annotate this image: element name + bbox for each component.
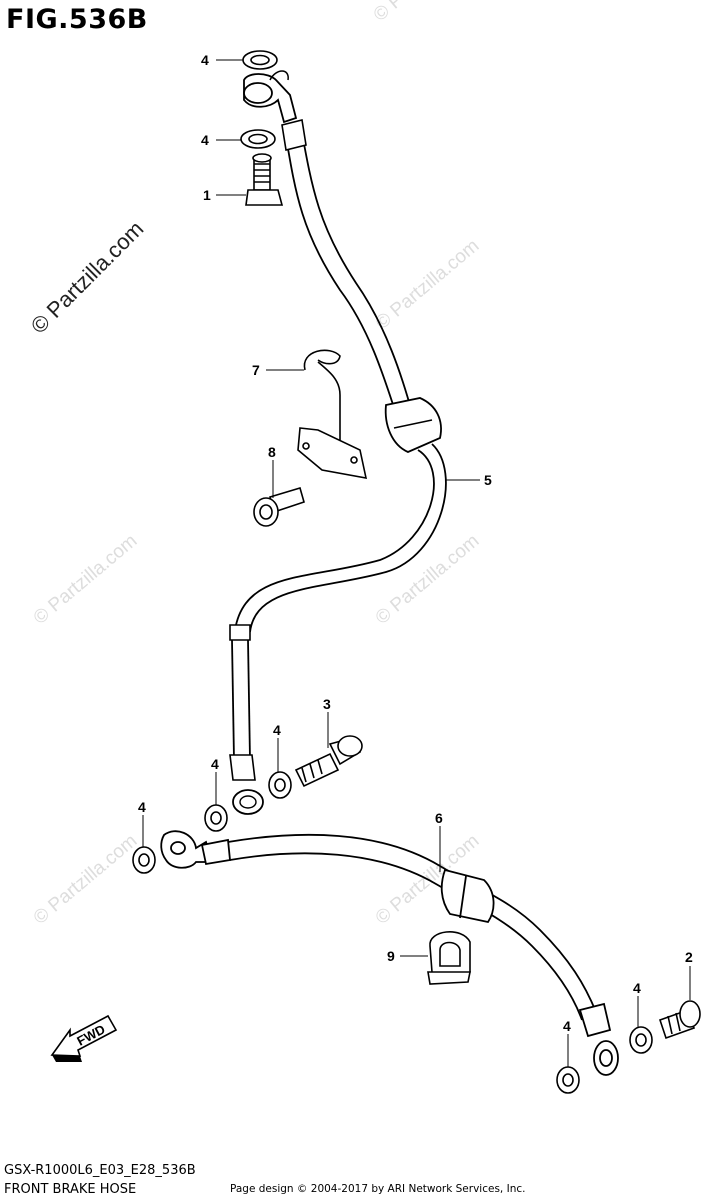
watermark-2: © Partzilla.com — [372, 235, 484, 333]
clamp-part-9 — [427, 931, 471, 985]
banjo-bolt-part-1 — [245, 153, 284, 206]
callout-4b[interactable]: 4 — [201, 132, 209, 148]
bolt-part-8 — [253, 487, 305, 527]
upper-hose-line-b — [299, 121, 414, 417]
upper-hose-ferrule-2 — [229, 624, 251, 641]
watermark-1: © Partzilla.com — [370, 0, 482, 26]
callout-4d[interactable]: 4 — [211, 756, 219, 772]
upper-hose-lower-banjo — [232, 789, 264, 815]
callout-1[interactable]: 1 — [203, 187, 211, 203]
upper-grommet — [384, 397, 442, 453]
callout-4g[interactable]: 4 — [563, 1018, 571, 1034]
callout-2[interactable]: 2 — [685, 949, 693, 965]
upper-grommet-band — [393, 419, 433, 429]
callout-4e[interactable]: 4 — [138, 799, 146, 815]
callout-4c[interactable]: 4 — [273, 722, 281, 738]
lower-banjo — [160, 830, 214, 869]
upper-hose-drop-a — [231, 639, 235, 761]
upper-hose-ferrule — [281, 119, 307, 151]
banjo-bolt-part-2 — [658, 1000, 701, 1040]
callout-9[interactable]: 9 — [387, 948, 395, 964]
upper-hose-bend-a — [234, 449, 435, 631]
lower-brake-hose — [160, 830, 619, 1076]
upper-hose-lower-banjo-hole — [239, 795, 257, 809]
watermark-4: © Partzilla.com — [372, 530, 484, 628]
washer-top-1 — [242, 50, 278, 70]
washer-mid-1 — [268, 771, 292, 799]
watermark-5: © Partzilla.com — [30, 830, 142, 928]
washer-bottom-2 — [556, 1066, 580, 1094]
upper-hose-drop-b — [247, 639, 251, 761]
bracket-part-7 — [297, 349, 368, 480]
washers-bottom — [556, 1026, 653, 1094]
washer-bottom-1 — [629, 1026, 653, 1054]
fwd-label: FWD — [74, 1022, 107, 1049]
upper-hose-end-ferrule — [229, 754, 256, 781]
washers-top — [240, 50, 278, 149]
upper-brake-hose — [229, 70, 447, 815]
washer-mid-2 — [204, 804, 228, 832]
figure-title: FIG.536B — [6, 4, 148, 35]
fwd-arrow-icon: FWD — [50, 1014, 118, 1062]
upper-banjo-eye — [243, 82, 273, 104]
figure-code: GSX-R1000L6_E03_E28_536B — [4, 1163, 196, 1178]
callout-4a[interactable]: 4 — [201, 52, 209, 68]
banjo-bolt-part-3 — [294, 735, 363, 788]
figure-caption: FRONT BRAKE HOSE — [4, 1182, 137, 1197]
watermark-3: © Partzilla.com — [30, 530, 142, 628]
callout-labels: 4 4 1 7 8 5 3 4 4 4 6 9 2 4 4 — [138, 52, 693, 1034]
lower-end-banjo — [593, 1040, 619, 1076]
upper-hose-line-a — [283, 124, 399, 421]
washer-top-2 — [240, 129, 276, 149]
callout-4f[interactable]: 4 — [633, 980, 641, 996]
upper-hose-bend-b — [249, 443, 447, 633]
watermark-main: © Partzilla.com — [26, 216, 149, 339]
callout-8[interactable]: 8 — [268, 444, 276, 460]
lower-grommet — [440, 868, 495, 924]
callout-6[interactable]: 6 — [435, 810, 443, 826]
callout-3[interactable]: 3 — [323, 696, 331, 712]
callout-5[interactable]: 5 — [484, 472, 492, 488]
upper-banjo-tip — [269, 70, 289, 81]
page-footer: Page design © 2004-2017 by ARI Network S… — [230, 1183, 526, 1195]
leader-lines — [142, 59, 691, 1067]
washer-mid-3 — [132, 846, 156, 874]
callout-7[interactable]: 7 — [252, 362, 260, 378]
